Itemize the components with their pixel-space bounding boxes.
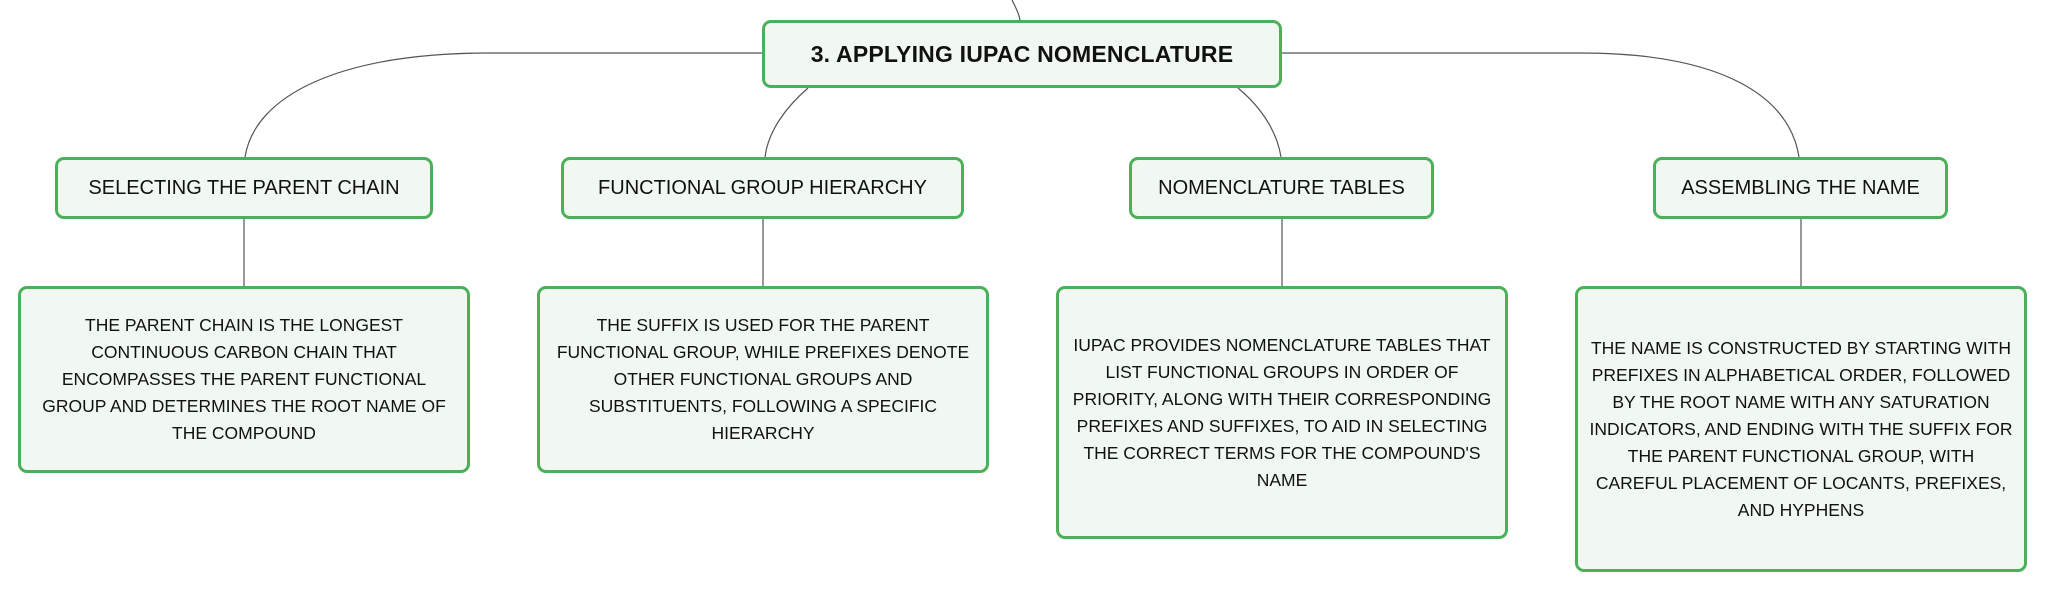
branch-node-assembling-the-name[interactable]: ASSEMBLING THE NAME [1653, 157, 1948, 219]
branch-label: NOMENCLATURE TABLES [1158, 176, 1405, 199]
detail-node-selecting-parent-chain[interactable]: THE PARENT CHAIN IS THE LONGEST CONTINUO… [18, 286, 470, 473]
root-topic-node[interactable]: 3. APPLYING IUPAC NOMENCLATURE [762, 20, 1282, 88]
connector-root-to-branch-1 [244, 52, 762, 158]
connector-root-to-branch-4 [1282, 52, 1800, 158]
detail-node-functional-group-hierarchy[interactable]: THE SUFFIX IS USED FOR THE PARENT FUNCTI… [537, 286, 989, 473]
detail-node-nomenclature-tables[interactable]: IUPAC PROVIDES NOMENCLATURE TABLES THAT … [1056, 286, 1508, 539]
detail-text: THE PARENT CHAIN IS THE LONGEST CONTINUO… [42, 315, 446, 443]
branch-label: ASSEMBLING THE NAME [1681, 176, 1920, 199]
branch-label: SELECTING THE PARENT CHAIN [88, 176, 400, 199]
detail-text: THE SUFFIX IS USED FOR THE PARENT FUNCTI… [556, 315, 970, 443]
connector-incoming [1011, 0, 1021, 21]
detail-node-assembling-the-name[interactable]: THE NAME IS CONSTRUCTED BY STARTING WITH… [1575, 286, 2027, 572]
branch-node-selecting-parent-chain[interactable]: SELECTING THE PARENT CHAIN [55, 157, 433, 219]
branch-node-nomenclature-tables[interactable]: NOMENCLATURE TABLES [1129, 157, 1434, 219]
detail-text: IUPAC PROVIDES NOMENCLATURE TABLES THAT … [1072, 334, 1492, 490]
connector-root-to-branch-3 [1237, 87, 1282, 158]
branch-label: FUNCTIONAL GROUP HIERARCHY [598, 176, 927, 199]
root-topic-label: 3. APPLYING IUPAC NOMENCLATURE [810, 40, 1234, 67]
connector-root-to-branch-2 [764, 87, 809, 158]
detail-text: THE NAME IS CONSTRUCTED BY STARTING WITH… [1589, 337, 2013, 520]
branch-node-functional-group-hierarchy[interactable]: FUNCTIONAL GROUP HIERARCHY [561, 157, 964, 219]
